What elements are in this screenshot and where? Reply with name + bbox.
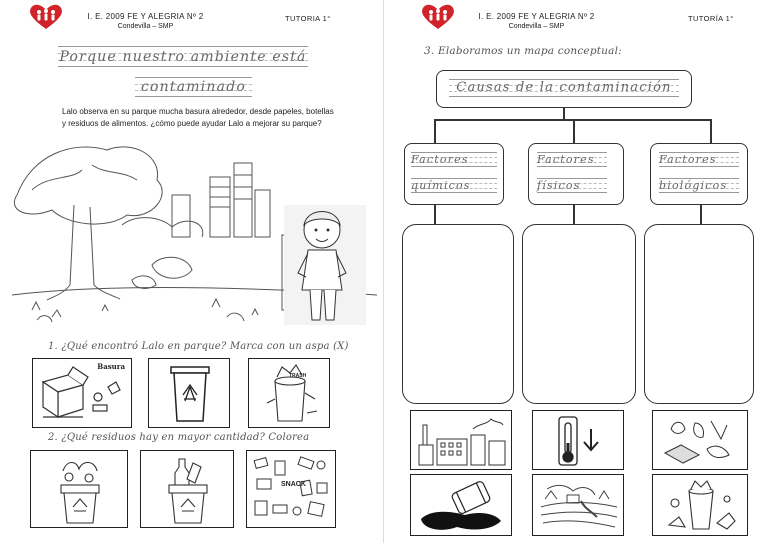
worksheet-page-left: I. E. 2009 FE Y ALEGRIA Nº 2 Condevilla … [11, 4, 382, 528]
polluted-river-icon [540, 484, 618, 528]
connector-trunk [563, 108, 565, 120]
school-logo [422, 4, 454, 30]
trash-can-icon [266, 364, 318, 422]
tutoria-label: TUTORIA 1° [285, 14, 331, 23]
option-bottle-bin-box[interactable] [140, 450, 234, 528]
organic-waste-icon [663, 420, 730, 464]
factor-box-fisicos: Factores físicos [528, 143, 624, 205]
question-2: 2. ¿Qué residuos hay en mayor cantidad? … [48, 432, 310, 443]
organic-waste-bin-icon [60, 461, 100, 524]
worksheet-page-right: I. E. 2009 FE Y ALEGRIA Nº 2 Condevilla … [384, 0, 768, 543]
plastic-bottles-bin-icon [168, 458, 208, 524]
option-snack-wrappers-box[interactable]: SNACK [246, 450, 336, 528]
snack-label: SNACK [281, 481, 306, 488]
recycle-bin-icon [170, 366, 210, 422]
school-logo [30, 4, 62, 30]
paragraph-line-2: y residuos de alimentos. ¿cómo puede ayu… [62, 118, 322, 128]
school-line-2: Condevilla – SMP [117, 23, 174, 30]
connector-bar [434, 119, 710, 121]
image-organic-waste-box[interactable] [652, 410, 748, 470]
school-line-2: Condevilla – SMP [508, 23, 565, 30]
snack-wrappers-icon [253, 456, 328, 517]
option-recycle-bin-box[interactable] [148, 358, 230, 428]
paragraph-line-1: Lalo observa en su parque mucha basura a… [62, 107, 334, 116]
school-line-1: I. E. 2009 FE Y ALEGRIA Nº 2 [478, 12, 595, 21]
connector-left [434, 119, 436, 143]
option-trash-can-box[interactable]: TRASH [248, 358, 330, 428]
answer-box-quimicos[interactable] [402, 224, 514, 404]
factor-box-biologicos: Factores biológicos [650, 143, 748, 205]
garbage-pile-icon [667, 480, 736, 530]
trash-label: TRASH [289, 373, 307, 379]
story-paragraph: Lalo observa en su parque mucha basura a… [62, 106, 382, 129]
thermometer-icon [558, 416, 599, 466]
image-thermometer-box[interactable] [532, 410, 624, 470]
tutoria-label: TUTORÍA 1° [688, 14, 734, 23]
factor-quimicos-line1: Factores [411, 153, 469, 166]
factor-box-quimicos: Factores químicos [404, 143, 504, 205]
option-basura-box[interactable]: Basura [32, 358, 132, 428]
school-name: I. E. 2009 FE Y ALEGRIA Nº 2 Condevilla … [78, 12, 213, 32]
image-garbage-pile-box[interactable] [652, 474, 748, 536]
title-line-2: contaminado [135, 77, 252, 97]
factor-quimicos-line2: químicos [411, 179, 471, 192]
school-line-1: I. E. 2009 FE Y ALEGRIA Nº 2 [87, 12, 204, 21]
connector-right-down [700, 205, 702, 225]
factory-icon [418, 418, 506, 466]
factor-fisicos-line2: físicos [537, 179, 581, 192]
answer-box-biologicos[interactable] [644, 224, 754, 404]
cardboard-box-icon [41, 366, 121, 419]
connector-mid-down [573, 205, 575, 225]
park-illustration [11, 146, 378, 325]
step-3-heading: 3. Elaboramos un mapa conceptual: [424, 45, 622, 57]
question-1: 1. ¿Qué encontró Lalo en parque? Marca c… [48, 341, 349, 352]
title-line-1: Porque nuestro ambiente está [58, 46, 308, 67]
page-divider [383, 0, 384, 543]
school-name: I. E. 2009 FE Y ALEGRIA Nº 2 Condevilla … [469, 12, 604, 32]
connector-right [710, 119, 712, 143]
basura-label: Basura [97, 362, 125, 371]
oil-spill-icon [421, 481, 501, 530]
connector-left-down [434, 205, 436, 225]
option-organic-bin-box[interactable] [30, 450, 128, 528]
map-title: Causas de la contaminación [456, 80, 672, 95]
factor-fisicos-line1: Factores [537, 153, 595, 166]
boy-figure [284, 205, 366, 325]
factor-biologicos-line2: biológicos [659, 179, 728, 192]
image-polluted-river-box[interactable] [532, 474, 624, 536]
answer-box-fisicos[interactable] [522, 224, 636, 404]
image-factory-box[interactable] [410, 410, 512, 470]
connector-mid [573, 119, 575, 143]
factor-biologicos-line1: Factores [659, 153, 717, 166]
image-oil-spill-box[interactable] [410, 474, 512, 536]
map-title-box: Causas de la contaminación [436, 70, 692, 108]
